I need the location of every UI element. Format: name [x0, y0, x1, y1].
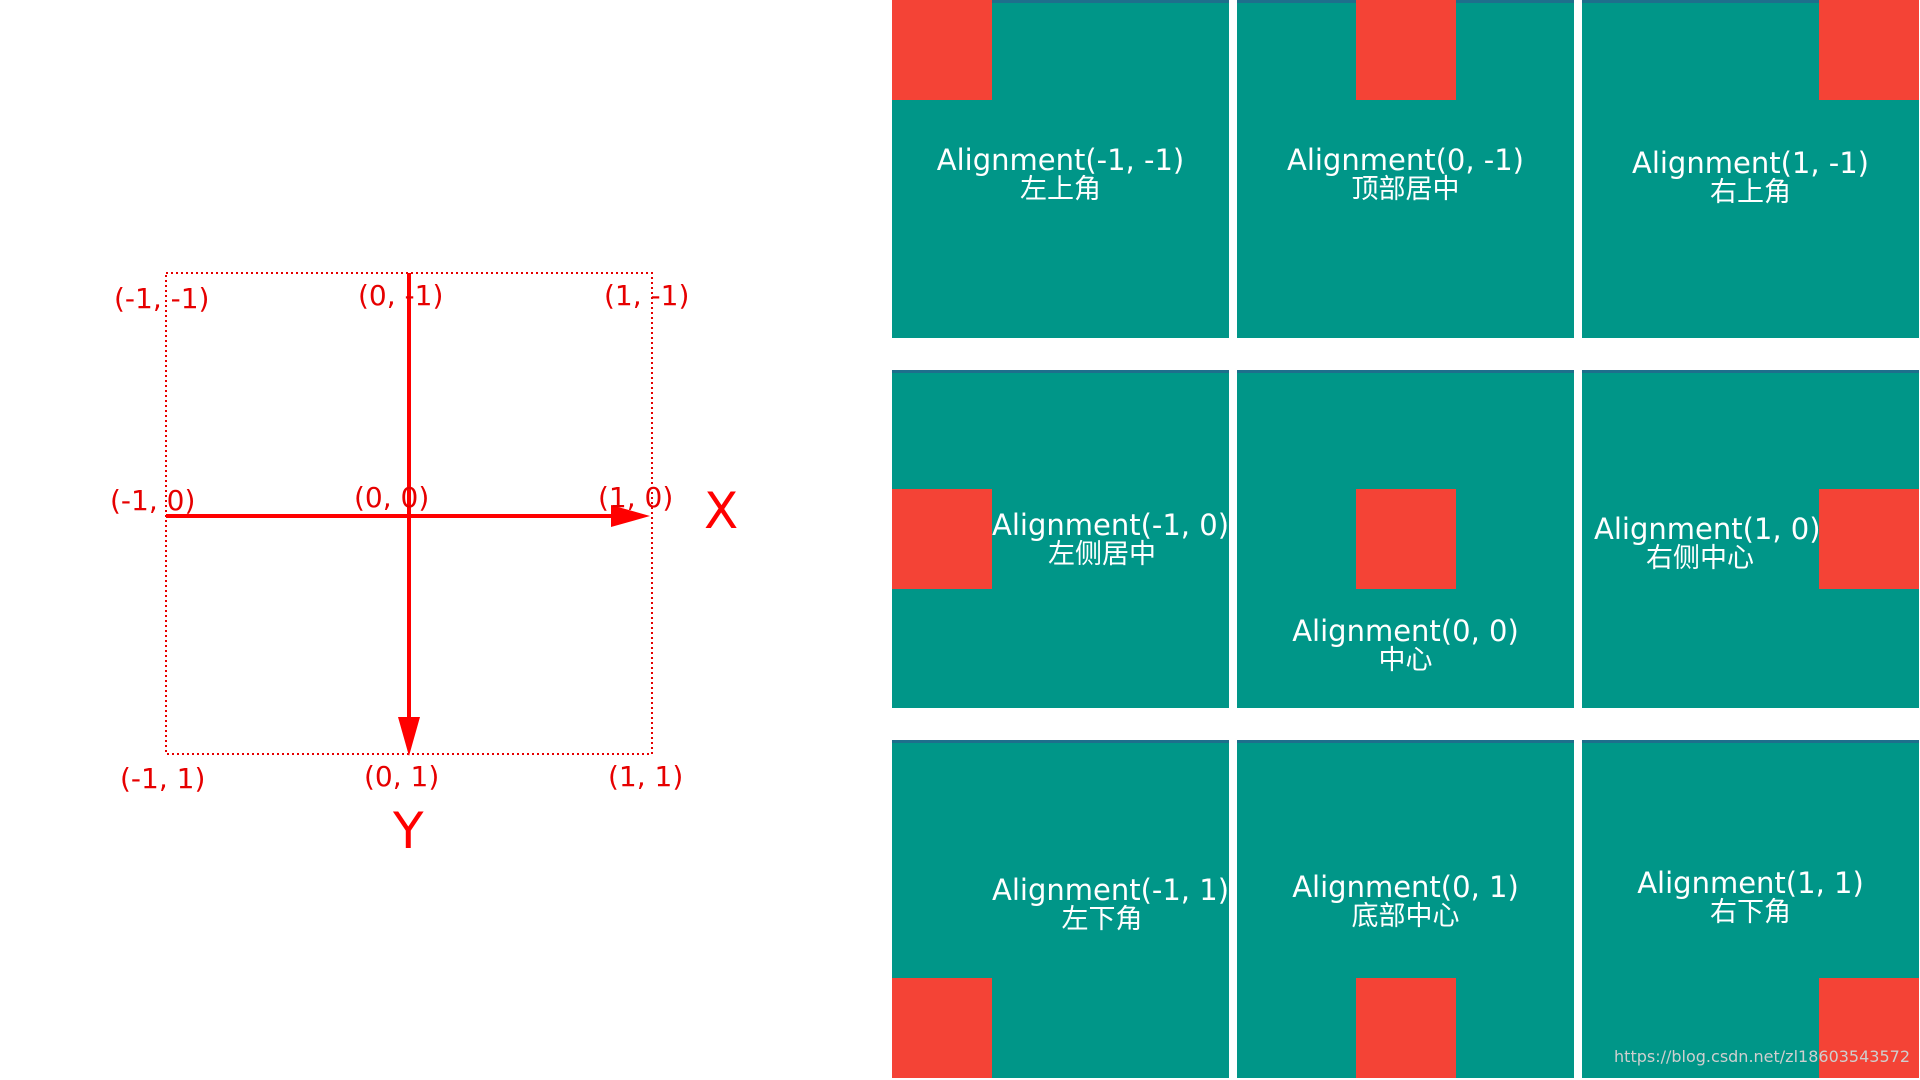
child-box — [1819, 978, 1919, 1078]
alignment-label: Alignment(-1, 0) — [992, 508, 1229, 542]
alignment-label: Alignment(-1, 1) — [992, 873, 1229, 907]
alignment-label: Alignment(0, 0) — [1292, 614, 1519, 648]
child-box — [1819, 0, 1919, 100]
alignment-desc: 右侧中心 — [1646, 543, 1754, 574]
tile-center: Alignment(0, 0) 中心 — [1237, 370, 1574, 708]
alignment-desc: 左下角 — [1061, 904, 1143, 935]
label-bottom-center: (0, 1) — [364, 760, 439, 793]
tile-caption: Alignment(0, 1) 底部中心 — [1237, 872, 1574, 932]
alignment-desc: 顶部居中 — [1351, 174, 1460, 205]
child-box — [892, 0, 992, 100]
label-top-right: (1, -1) — [604, 279, 689, 312]
alignment-desc: 左侧居中 — [1048, 539, 1156, 570]
alignment-desc: 中心 — [1378, 645, 1433, 676]
tile-caption: Alignment(0, -1) 顶部居中 — [1237, 145, 1574, 205]
child-box — [892, 978, 992, 1078]
alignment-label: Alignment(0, -1) — [1286, 143, 1524, 177]
child-box — [1355, 0, 1456, 100]
alignment-desc: 右上角 — [1710, 177, 1791, 208]
y-axis-title: Y — [392, 802, 424, 860]
y-axis-arrowhead — [398, 717, 420, 756]
alignment-label: Alignment(-1, -1) — [936, 143, 1185, 177]
alignment-label: Alignment(1, 0) — [1594, 512, 1821, 546]
tile-caption: Alignment(-1, -1) 左上角 — [892, 145, 1229, 205]
alignment-label: Alignment(1, 1) — [1637, 866, 1864, 900]
tile-caption: Alignment(0, 0) 中心 — [1237, 616, 1574, 676]
tile-top-right: Alignment(1, -1) 右上角 — [1582, 0, 1919, 338]
watermark: https://blog.csdn.net/zl18603543572 — [1614, 1047, 1910, 1066]
child-box — [1355, 978, 1456, 1078]
alignment-desc: 右下角 — [1710, 897, 1791, 928]
x-axis-title: X — [704, 482, 738, 540]
tile-top-left: Alignment(-1, -1) 左上角 — [892, 0, 1229, 338]
tile-bottom-center: Alignment(0, 1) 底部中心 — [1237, 740, 1574, 1078]
alignment-desc: 底部中心 — [1351, 901, 1460, 932]
tile-caption: Alignment(1, -1) 右上角 — [1582, 148, 1919, 208]
tile-bottom-right: Alignment(1, 1) 右下角 — [1582, 740, 1919, 1078]
label-top-center: (0, -1) — [358, 279, 443, 312]
alignment-label: Alignment(0, 1) — [1292, 870, 1519, 904]
alignment-desc: 左上角 — [1020, 174, 1101, 205]
label-top-left: (-1, -1) — [114, 282, 209, 315]
label-bottom-right: (1, 1) — [608, 760, 683, 793]
tile-center-right: Alignment(1, 0) 右侧中心 — [1582, 370, 1919, 708]
child-box — [1355, 489, 1456, 589]
tile-top-center: Alignment(0, -1) 顶部居中 — [1237, 0, 1574, 338]
tile-caption: Alignment(-1, 0) 左侧居中 — [992, 508, 1229, 570]
child-box — [892, 489, 992, 589]
tile-bottom-left: Alignment(-1, 1) 左下角 — [892, 740, 1229, 1078]
label-mid-left: (-1, 0) — [110, 484, 195, 517]
coordinate-diagram: (-1, -1) (0, -1) (1, -1) (-1, 0) (0, 0) … — [110, 272, 738, 860]
child-box — [1819, 489, 1919, 589]
label-center: (0, 0) — [354, 481, 429, 514]
tile-caption: Alignment(1, 1) 右下角 — [1582, 868, 1919, 928]
label-bottom-left: (-1, 1) — [120, 762, 205, 795]
label-mid-right: (1, 0) — [598, 481, 673, 514]
alignment-label: Alignment(1, -1) — [1631, 146, 1869, 180]
tile-center-left: Alignment(-1, 0) 左侧居中 — [892, 370, 1229, 708]
x-axis-arrowhead — [611, 505, 650, 527]
tile-caption: Alignment(1, 0) 右侧中心 — [1594, 512, 1821, 574]
tile-caption: Alignment(-1, 1) 左下角 — [992, 873, 1229, 935]
